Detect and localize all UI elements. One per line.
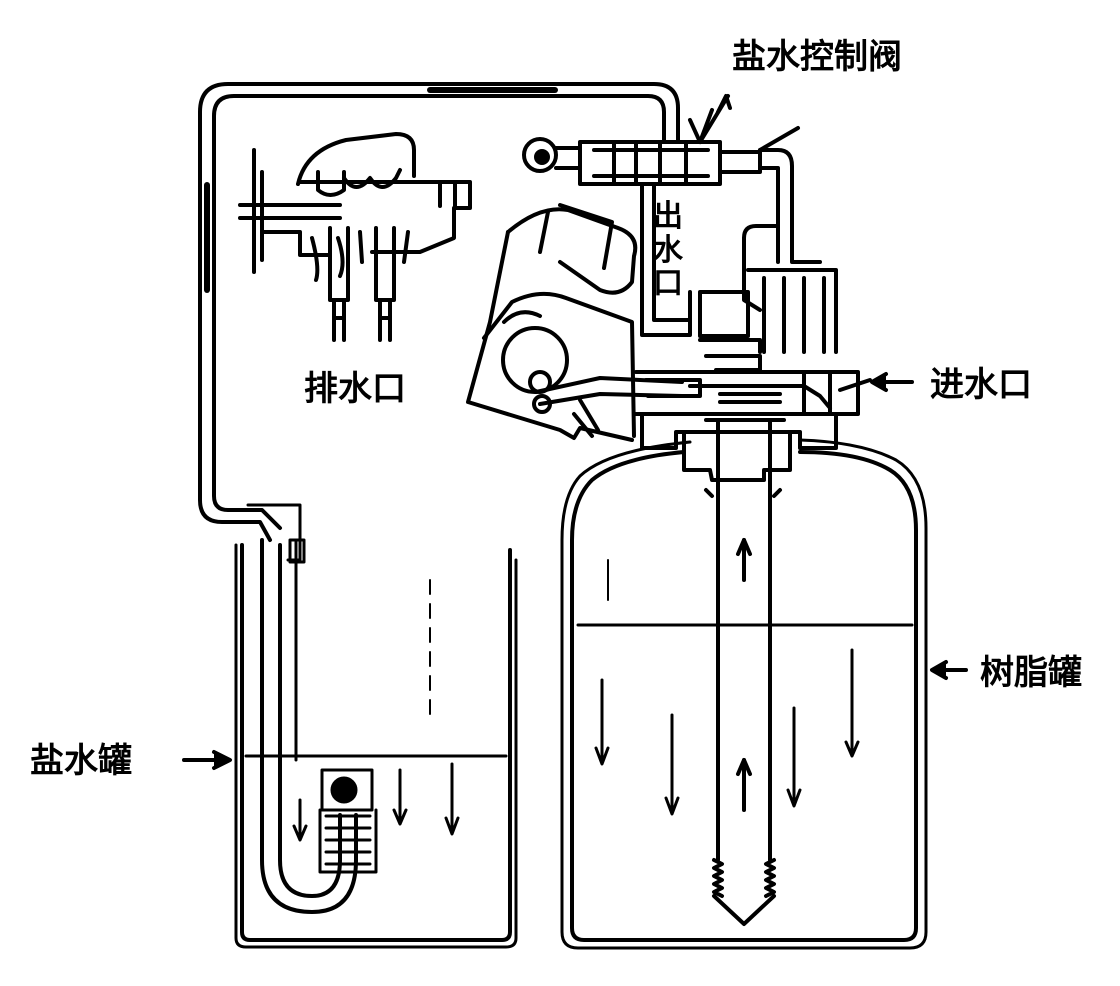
label-resin-tank: 树脂罐: [980, 653, 1082, 693]
resin-tank: [560, 438, 928, 950]
brine-tank: [234, 543, 518, 949]
label-inlet: 进水口: [930, 365, 1032, 405]
control-valve-top: [522, 94, 822, 337]
brine-float-check: [318, 768, 378, 874]
brine-line-pipe: [198, 82, 680, 542]
resin-flow-arrows: [594, 559, 860, 816]
label-brine-tank: 盐水罐: [30, 741, 132, 781]
riser-tube: [704, 418, 782, 926]
brine-flow-arrows: [292, 762, 460, 842]
label-brine-control-valve: 盐水控制阀: [732, 37, 902, 77]
pointer-arrows: [182, 94, 968, 770]
main-valve-body: [634, 224, 872, 482]
label-outlet: 出水口: [653, 199, 683, 302]
drain-assembly: [238, 132, 472, 342]
label-drain: 排水口: [304, 369, 406, 409]
